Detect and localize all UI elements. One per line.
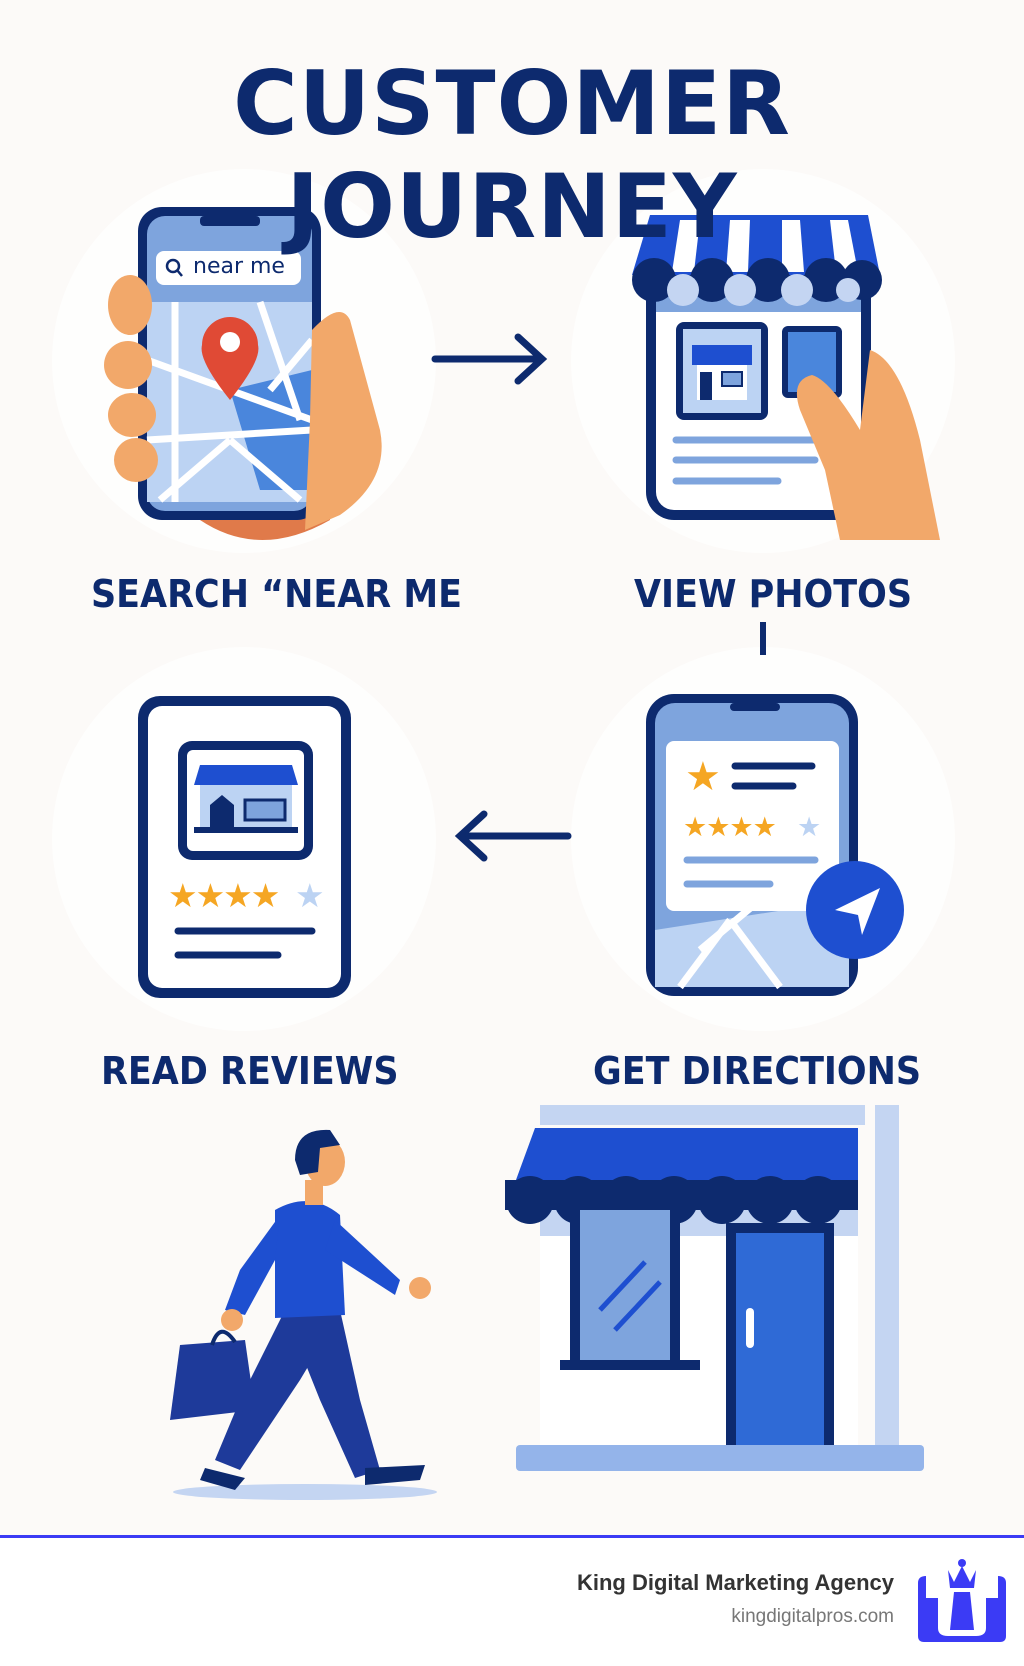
step-label-photos: VIEW PHOTOS (634, 572, 913, 616)
directions-phone-icon: ★ ★★★★ ★ (646, 694, 904, 996)
location-pin-icon (201, 317, 259, 400)
storefront-phone-icon (632, 215, 940, 540)
footer (0, 1538, 1024, 1666)
step-label-reviews: READ REVIEWS (101, 1049, 399, 1093)
shopping-bag-icon (170, 1340, 255, 1420)
search-icon (165, 258, 181, 274)
page-title: CUSTOMER JOURNEY (233, 52, 791, 258)
reviews-card-icon: ★★★★ ★ (138, 696, 351, 998)
search-phone-icon (104, 207, 382, 540)
star-icon: ★ (685, 754, 721, 800)
storefront-icon (505, 1105, 924, 1471)
svg-text:★: ★ (797, 812, 821, 843)
arrow-left-icon (454, 810, 572, 862)
svg-text:★: ★ (295, 876, 325, 915)
agency-logo-icon (918, 1559, 1006, 1642)
step-label-directions: GET DIRECTIONS (593, 1049, 922, 1093)
rating-stars-icon: ★★★★ (168, 876, 279, 915)
hand-icon (796, 350, 940, 540)
arrow-right-icon (431, 333, 548, 385)
step-label-search: SEARCH “NEAR ME (91, 572, 463, 616)
agency-url[interactable]: kingdigitalpros.com (731, 1606, 894, 1627)
agency-name: King Digital Marketing Agency (576, 1570, 894, 1595)
footer-divider (0, 1535, 1024, 1538)
search-query: near me (193, 254, 285, 279)
rating-stars-icon: ★★★★ (683, 812, 776, 843)
walking-customer-icon (170, 1129, 437, 1500)
